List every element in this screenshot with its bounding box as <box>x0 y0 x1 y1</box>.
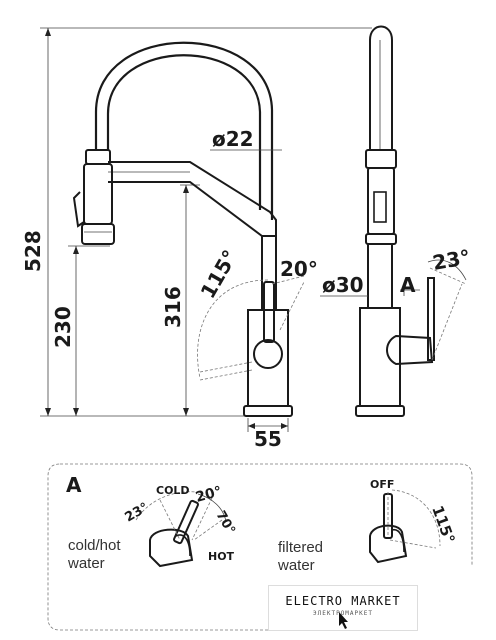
section-marker: A <box>400 273 416 297</box>
body-diameter-label: ø30 <box>322 273 364 297</box>
filtered-caption-line1: filtered <box>278 539 323 556</box>
off-label: OFF <box>370 478 394 491</box>
total-height-label: 528 <box>21 230 45 272</box>
detail-angle-115: 115° <box>428 503 458 546</box>
detail-angle-23: 23° <box>123 500 152 525</box>
cold-label: COLD <box>156 484 190 497</box>
base-width-label: 55 <box>254 427 282 451</box>
cold-hot-caption-line2: water <box>67 555 105 572</box>
spout-height-label: 316 <box>161 286 185 328</box>
side-view-faucet <box>355 25 467 417</box>
total-height-dimension <box>40 27 372 417</box>
hose-diameter-label: ø22 <box>212 127 254 151</box>
front-view-faucet <box>72 41 305 417</box>
cold-hot-lever-detail <box>135 491 227 568</box>
base-width-dimension <box>247 418 289 432</box>
detail-angle-20: 20° <box>194 484 224 506</box>
base-height-dimension <box>68 245 110 416</box>
detail-angle-70: 70° <box>213 509 238 538</box>
filtered-lever-detail <box>369 489 441 564</box>
swivel-angle-label: 115° <box>196 246 243 303</box>
filtered-caption-line2: water <box>277 557 315 574</box>
watermark-subtitle: ЭЛЕКТРОМАРКЕТ <box>313 610 373 617</box>
spout-height-dimension <box>180 184 200 416</box>
side-angle-label: 23° <box>431 245 472 275</box>
base-height-label: 230 <box>51 306 75 348</box>
electro-market-watermark: ELECTRO MARKET ЭЛЕКТРОМАРКЕТ <box>268 585 418 631</box>
detail-frame <box>47 463 473 631</box>
cold-hot-caption-line1: cold/hot <box>68 537 121 554</box>
watermark-title: ELECTRO MARKET <box>285 594 401 608</box>
tilt-angle-label: 20° <box>280 257 318 281</box>
detail-label: A <box>66 473 82 497</box>
hot-label: HOT <box>208 550 235 563</box>
cursor-icon <box>339 612 348 629</box>
